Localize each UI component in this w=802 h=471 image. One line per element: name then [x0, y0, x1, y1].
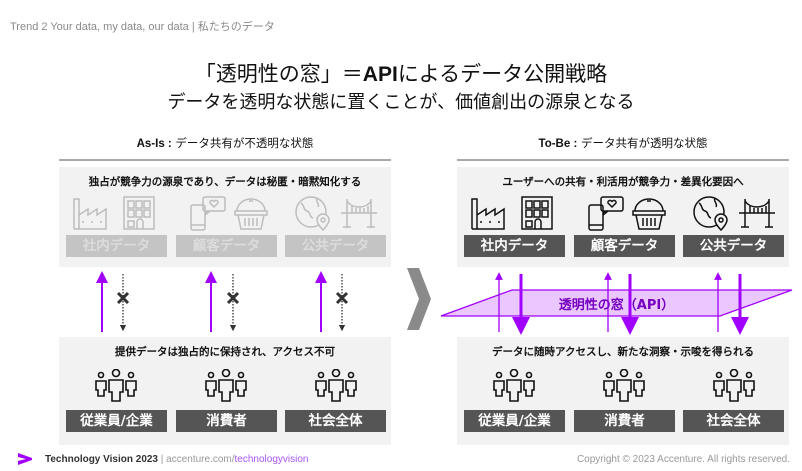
people-icon [491, 369, 537, 403]
user-society: 社会全体 [285, 410, 386, 432]
people-icon [313, 369, 359, 403]
title-post: によるデータ公開戦略 [397, 62, 608, 86]
copyright: Copyright © 2023 Accenture. All rights r… [576, 454, 790, 465]
title-api: API [362, 63, 398, 86]
bridge-icon [737, 195, 777, 231]
panel-title: ユーザーへの共有・利活用が競争力・差異化要因へ [502, 176, 744, 188]
trend-label: Trend 2 Your data, my data, our data | 私… [10, 21, 275, 33]
to-be-label: To-Be : [538, 138, 578, 150]
data-source-customer: 顧客データ [574, 235, 675, 257]
chevron-right-icon [407, 268, 431, 330]
to-be-data-panel: ユーザーへの共有・利活用が競争力・差異化要因へ 社内データ 顧客データ 公共デー… [457, 167, 789, 267]
people-icon [203, 369, 249, 403]
title-pre: 「透明性の窓」＝ [194, 62, 363, 86]
as-is-data-panel: 独占が競争力の源泉であり、データは秘匿・暗黙知化する 社内データ 顧客データ 公… [59, 167, 391, 267]
bridge-icon [339, 195, 379, 231]
basket-icon [629, 195, 669, 231]
to-be-heading: To-Be : データ共有が透明な状態 [457, 135, 789, 151]
to-be-user-panel: データに随時アクセスし、新たな洞察・示唆を得られる 従業員/企業 消費者 社会全… [457, 337, 789, 445]
globe-pin-icon [293, 195, 333, 231]
basket-icon [231, 195, 271, 231]
user-society: 社会全体 [683, 410, 784, 432]
footer-brand: Technology Vision 2023 [45, 454, 158, 465]
building-icon [517, 195, 557, 231]
user-consumers: 消費者 [574, 410, 675, 432]
data-source-internal: 社内データ [66, 235, 167, 257]
phone-chat-icon [187, 195, 227, 231]
page-subtitle: データを透明な状態に置くことが、価値創出の源泉となる [167, 92, 635, 113]
data-source-internal: 社内データ [464, 235, 565, 257]
user-employees: 従業員/企業 [464, 410, 565, 432]
user-consumers: 消費者 [176, 410, 277, 432]
panel-title: 独占が競争力の源泉であり、データは秘匿・暗黙知化する [88, 176, 362, 188]
data-source-public: 公共データ [683, 235, 784, 257]
footer-domain[interactable]: accenture.com/ [166, 454, 235, 465]
people-icon [93, 369, 139, 403]
footer-link[interactable]: technologyvision [234, 454, 309, 465]
as-is-user-panel: 提供データは独占的に保持され、アクセス不可 従業員/企業 消費者 社会全体 [59, 337, 391, 445]
factory-icon [469, 195, 509, 231]
footer-sep: | [158, 454, 167, 465]
panel-title: データに随時アクセスし、新たな洞察・示唆を得られる [492, 346, 754, 358]
user-employees: 従業員/企業 [66, 410, 167, 432]
as-is-column: As-Is : データ共有が不透明な状態 独占が競争力の源泉であり、データは秘匿… [59, 133, 391, 445]
divider [457, 159, 789, 161]
transparency-window-label: 透明性の窓（API） [558, 298, 675, 313]
divider [59, 159, 391, 161]
globe-pin-icon [691, 195, 731, 231]
phone-chat-icon [585, 195, 625, 231]
as-is-heading: As-Is : データ共有が不透明な状態 [59, 135, 391, 151]
to-be-desc: データ共有が透明な状態 [577, 136, 708, 150]
page-title: 「透明性の窓」＝APIによるデータ公開戦略 [0, 58, 802, 88]
people-icon [711, 369, 757, 403]
as-is-desc: データ共有が不透明な状態 [171, 136, 314, 150]
factory-icon [71, 195, 111, 231]
panel-title: 提供データは独占的に保持され、アクセス不可 [114, 346, 336, 358]
footer: Technology Vision 2023 | accenture.com/t… [45, 454, 308, 465]
accenture-logo-icon [18, 453, 32, 465]
building-icon [119, 195, 159, 231]
people-icon [601, 369, 647, 403]
data-source-public: 公共データ [285, 235, 386, 257]
as-is-label: As-Is : [136, 138, 172, 150]
to-be-column: To-Be : データ共有が透明な状態 ユーザーへの共有・利活用が競争力・差異化… [457, 133, 789, 445]
data-source-customer: 顧客データ [176, 235, 277, 257]
